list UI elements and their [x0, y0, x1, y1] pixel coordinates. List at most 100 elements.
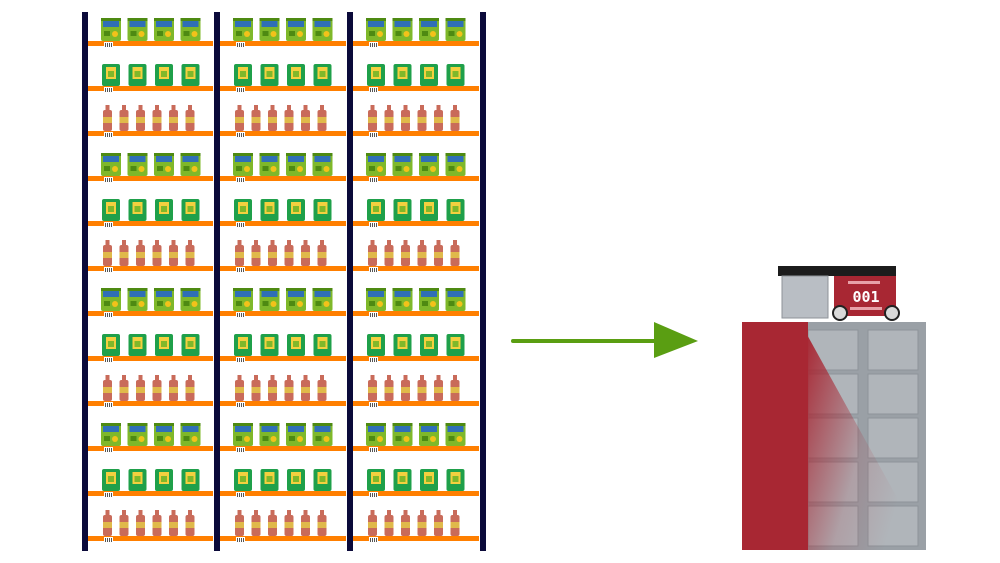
bottle-neck [122, 105, 126, 110]
bag-label [368, 21, 384, 27]
shelf-row-bottles [88, 240, 213, 273]
box-mark [108, 476, 114, 482]
barcode-line [243, 133, 244, 137]
bottle-label [268, 252, 277, 258]
bottle-neck [138, 510, 143, 515]
barcode-tag [236, 222, 245, 228]
shelf-board [353, 41, 479, 46]
barcode-tag-bg [369, 492, 378, 498]
green-box-icon [367, 199, 385, 221]
bag-seal [154, 423, 174, 426]
rack-upright [480, 12, 486, 551]
bag-accent [165, 436, 171, 442]
bottle-neck [138, 375, 143, 380]
barcode-line [111, 133, 112, 137]
bag-seal [233, 288, 253, 291]
bottle-label [284, 387, 294, 393]
bag-seal [445, 18, 466, 21]
bag-accent [244, 301, 250, 307]
bag-seal [312, 288, 333, 291]
box-mark [452, 206, 459, 212]
bottle-icon [251, 375, 261, 401]
bag-accent [270, 166, 277, 172]
green-box-icon [128, 334, 147, 356]
bag-mark [422, 166, 428, 171]
barcode-line [370, 43, 371, 47]
barcode-line [239, 223, 240, 227]
green-box-icon [287, 199, 305, 221]
bag-accent [112, 31, 118, 37]
box-mark [373, 206, 379, 212]
snack-bag-icon [445, 423, 466, 446]
robot-wheel-left [832, 305, 848, 321]
barcode-tag-bg [236, 357, 245, 363]
bag-label [394, 21, 411, 27]
barcode-line [109, 448, 110, 452]
barcode-line [239, 43, 240, 47]
bottle-icon [301, 510, 310, 536]
barcode-line [105, 223, 106, 227]
barcode-tag-bg [104, 132, 113, 138]
shelf-row-bottles [220, 240, 346, 273]
shelf-row-bottles [220, 105, 346, 138]
bottle-neck [387, 105, 391, 110]
bag-mark [183, 31, 190, 36]
bottle-neck [287, 510, 291, 515]
bottle-neck [420, 105, 424, 110]
green-box-icon [128, 199, 147, 221]
bottle-icon [235, 240, 244, 266]
box-mark [266, 206, 273, 212]
bottle-label [152, 252, 162, 258]
bag-accent [456, 436, 463, 442]
bag-accent [297, 436, 303, 442]
snack-bag-icon [101, 288, 121, 311]
bottle-neck [420, 375, 424, 380]
bottle-icon [368, 375, 377, 401]
bottle-label [185, 522, 195, 528]
box-mark [266, 476, 273, 482]
snack-bag-icon [445, 288, 466, 311]
bag-accent [138, 301, 145, 307]
bag-mark [369, 166, 375, 171]
bottle-neck [387, 375, 391, 380]
bottle-neck [237, 375, 242, 380]
shelf-row-bottles [88, 510, 213, 543]
box-mark [452, 341, 459, 347]
bottle-label [450, 117, 460, 123]
box-mark [187, 206, 194, 212]
barcode-line [376, 358, 377, 362]
bottle-label [136, 252, 145, 258]
barcode-line [111, 403, 112, 407]
bag-seal [286, 288, 306, 291]
bottle-neck [122, 240, 126, 245]
barcode-line [111, 448, 112, 452]
bag-seal [154, 153, 174, 156]
snack-bag-icon [127, 288, 148, 311]
bottle-icon [434, 105, 443, 131]
bottle-neck [188, 375, 192, 380]
barcode-tag [236, 492, 245, 498]
bottle-neck [138, 105, 143, 110]
shelf-row-bottles [88, 375, 213, 408]
store-shelving-rack [82, 12, 486, 551]
bottle-neck [420, 240, 424, 245]
bag-seal [392, 153, 413, 156]
bottle-neck [270, 510, 275, 515]
bag-mark [289, 301, 295, 306]
bottle-label [317, 117, 327, 123]
bottle-neck [171, 240, 176, 245]
barcode-line [237, 43, 238, 47]
bag-label [235, 426, 251, 432]
bottle-icon [417, 510, 427, 536]
bottle-label [417, 387, 427, 393]
barcode-tag [236, 177, 245, 183]
barcode-tag-bg [104, 177, 113, 183]
bottle-neck [105, 240, 110, 245]
bottle-icon [417, 105, 427, 131]
shelf-board [353, 176, 479, 181]
barcode-line [111, 178, 112, 182]
barcode-line [376, 538, 377, 542]
bag-mark [369, 301, 375, 306]
box-mark [399, 476, 406, 482]
barcode-line [237, 403, 238, 407]
